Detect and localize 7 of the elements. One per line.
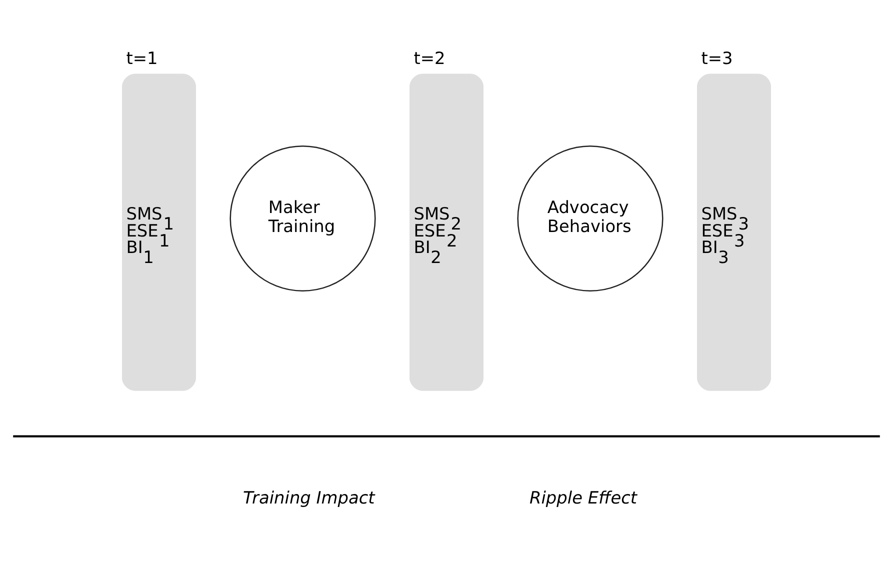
label: Training Impact: [243, 487, 375, 508]
node-label: t=1: [126, 47, 158, 68]
label: Ripple Effect: [529, 487, 638, 508]
node-circle: Advocacy Behaviors: [517, 144, 664, 292]
node-label: t=3: [701, 47, 733, 68]
node-label: t=2: [414, 47, 446, 68]
node-circle: Maker Training: [230, 144, 376, 292]
